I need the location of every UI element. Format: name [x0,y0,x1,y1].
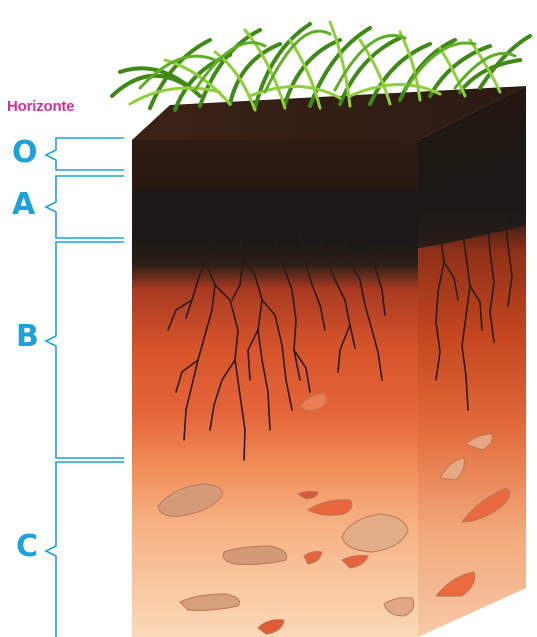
bracket-c [46,462,124,637]
horizon-title: Horizonte [7,98,74,115]
bracket-a [46,176,124,238]
horizon-label-b: B [16,322,39,352]
horizon-label-a: A [12,190,35,220]
horizon-label-c: C [16,532,38,562]
horizon-label-o: O [12,138,38,168]
bracket-b [46,242,124,458]
horizon-brackets [46,138,124,637]
bracket-o [46,138,124,170]
